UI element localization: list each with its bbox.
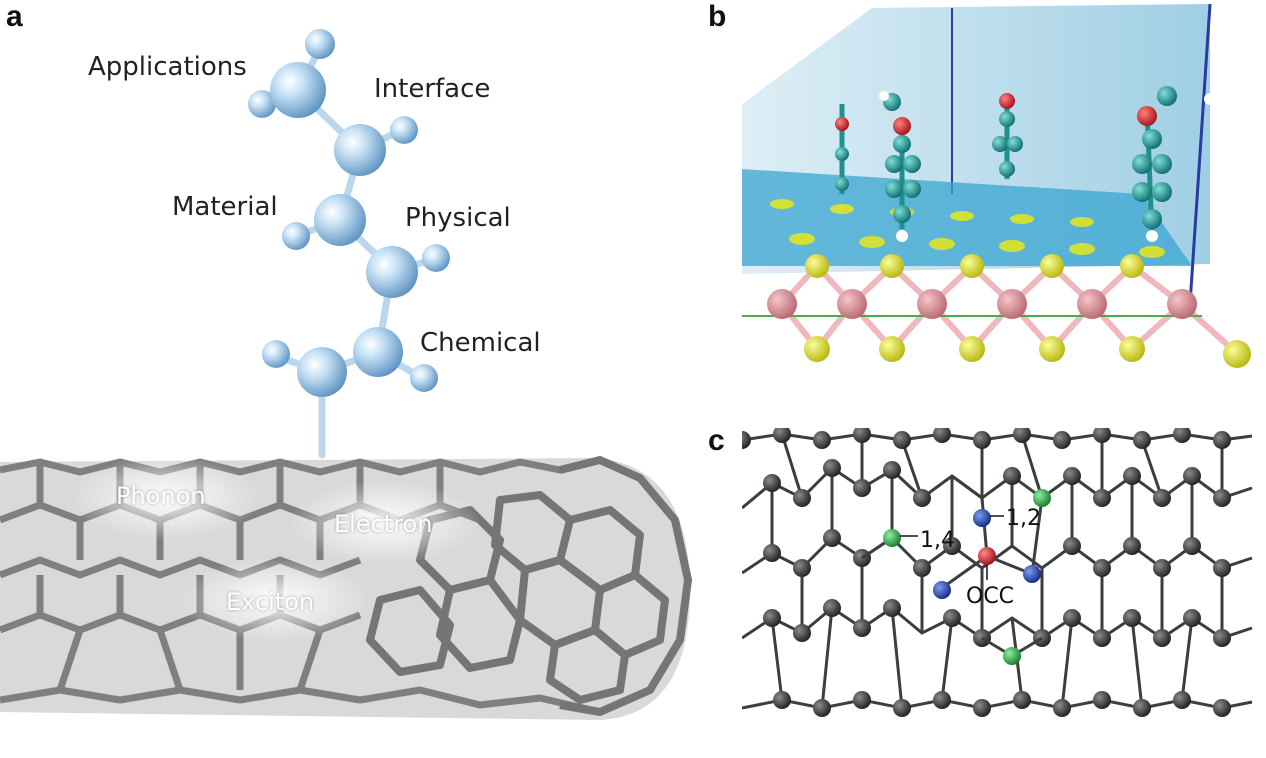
molecule-chain bbox=[248, 29, 450, 459]
label-site-12: 1,2 bbox=[1006, 506, 1041, 531]
label-phonon: Phonon bbox=[116, 482, 206, 510]
c-atom bbox=[297, 347, 347, 397]
h-atom bbox=[262, 340, 290, 368]
panel-a-illustration bbox=[0, 29, 692, 720]
adsorbed-molecules bbox=[835, 86, 1216, 242]
red-site bbox=[978, 547, 996, 565]
h-atom bbox=[248, 90, 276, 118]
label-exciton: Exciton bbox=[226, 588, 315, 616]
h-atom bbox=[305, 29, 335, 59]
label-site-14: 1,4 bbox=[920, 528, 955, 553]
panel-b-letter: b bbox=[708, 0, 727, 33]
panel-b-illustration bbox=[742, 4, 1251, 368]
phonon-glow bbox=[70, 456, 260, 540]
electron-glow bbox=[290, 480, 480, 564]
h-atom bbox=[422, 244, 450, 272]
nanotube bbox=[0, 456, 692, 720]
h-atom bbox=[390, 116, 418, 144]
c-atom bbox=[270, 62, 326, 118]
panel-c-illustration bbox=[742, 428, 1253, 717]
label-interface: Interface bbox=[374, 74, 491, 104]
c-atom bbox=[366, 246, 418, 298]
label-electron: Electron bbox=[334, 510, 433, 538]
green-site bbox=[883, 529, 901, 547]
label-physical: Physical bbox=[405, 203, 511, 233]
green-site bbox=[1033, 489, 1051, 507]
h-atom bbox=[282, 222, 310, 250]
c-atom bbox=[314, 194, 366, 246]
green-site bbox=[1003, 647, 1021, 665]
label-site-occ: OCC bbox=[966, 584, 1015, 609]
blue-site bbox=[973, 509, 991, 527]
h-atom bbox=[410, 364, 438, 392]
exciton-glow bbox=[180, 558, 370, 642]
panel-c-letter: c bbox=[708, 424, 725, 457]
label-chemical: Chemical bbox=[420, 328, 541, 358]
c-atom bbox=[353, 327, 403, 377]
label-material: Material bbox=[172, 192, 278, 222]
blue-site bbox=[1023, 565, 1041, 583]
blue-site bbox=[933, 581, 951, 599]
c-atom bbox=[334, 124, 386, 176]
label-applications: Applications bbox=[88, 52, 247, 82]
panel-a-letter: a bbox=[6, 0, 23, 33]
